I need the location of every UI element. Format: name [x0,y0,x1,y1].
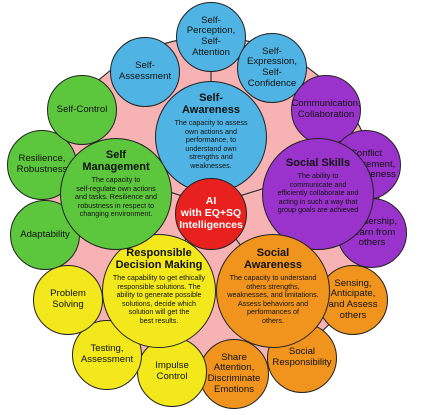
node-problem-solving: Problem Solving [33,265,103,335]
domain-responsible-decision-title: Responsible Decision Making [115,247,203,272]
domain-self-management-title: Self Management [82,149,150,174]
domain-self-awareness-title: Self- Awareness [182,92,240,117]
domain-social-skills: Social Skills The ability to communicate… [262,138,374,250]
node-self-expression: Self- Expression, Self- Confidence [237,33,307,103]
node-impulse-control: Impulse Control [137,337,207,407]
center-node: AI with EQ+SQ Intelligences [175,178,247,250]
domain-social-skills-desc: The ability to communicate and efficient… [277,171,359,215]
domain-social-awareness: Social Awareness The capacity to underst… [216,234,330,348]
domain-self-management-desc: The capacity to self-regulate own action… [75,175,157,219]
domain-self-management: Self Management The capacity to self-reg… [60,138,172,250]
domain-responsible-decision-desc: The capability to get ethically responsi… [112,273,206,325]
domain-social-awareness-title: Social Awareness [244,247,302,272]
domain-self-awareness: Self- Awareness The capacity to assess o… [155,81,267,193]
domain-social-skills-title: Social Skills [285,157,351,169]
node-self-control: Self-Control [47,75,117,145]
domain-responsible-decision: Responsible Decision Making The capabili… [102,234,216,348]
node-self-assessment: Self- Assessment [110,37,180,107]
center-label: AI with EQ+SQ Intelligences [179,195,243,231]
node-self-perception: Self- Perception, Self- Attention [176,2,246,72]
domain-self-awareness-desc: The capacity to assess own actions and p… [174,118,248,170]
domain-social-awareness-desc: The capacity to understand others streng… [227,273,319,325]
node-share-attention: Share Attention, Discriminate Emotions [199,339,269,409]
